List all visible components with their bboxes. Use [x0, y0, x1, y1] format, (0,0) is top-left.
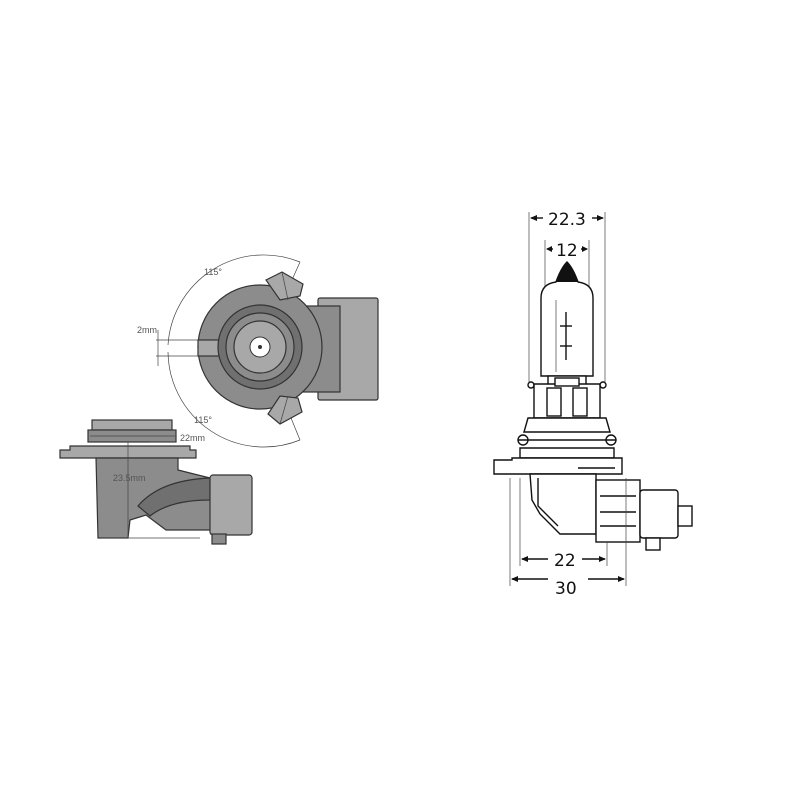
height-label: 23.5mm [113, 473, 146, 483]
angle-arc-top [167, 254, 301, 346]
width-label: 22mm [180, 433, 205, 443]
dim-top-inner: 12 [556, 241, 578, 261]
angle-label-top: 115° [204, 267, 222, 277]
dim-bottom-outer: 30 [555, 579, 577, 599]
angle-arc-bottom [167, 351, 301, 448]
bulb-drawing [493, 212, 693, 586]
dim-bottom-inner: 22 [554, 551, 576, 571]
angle-label-bottom: 115° [194, 415, 212, 425]
side-view-base [59, 419, 253, 545]
gap-label: 2mm [137, 325, 157, 335]
top-view-base [156, 254, 379, 448]
dim-top-outer: 22.3 [548, 210, 586, 230]
